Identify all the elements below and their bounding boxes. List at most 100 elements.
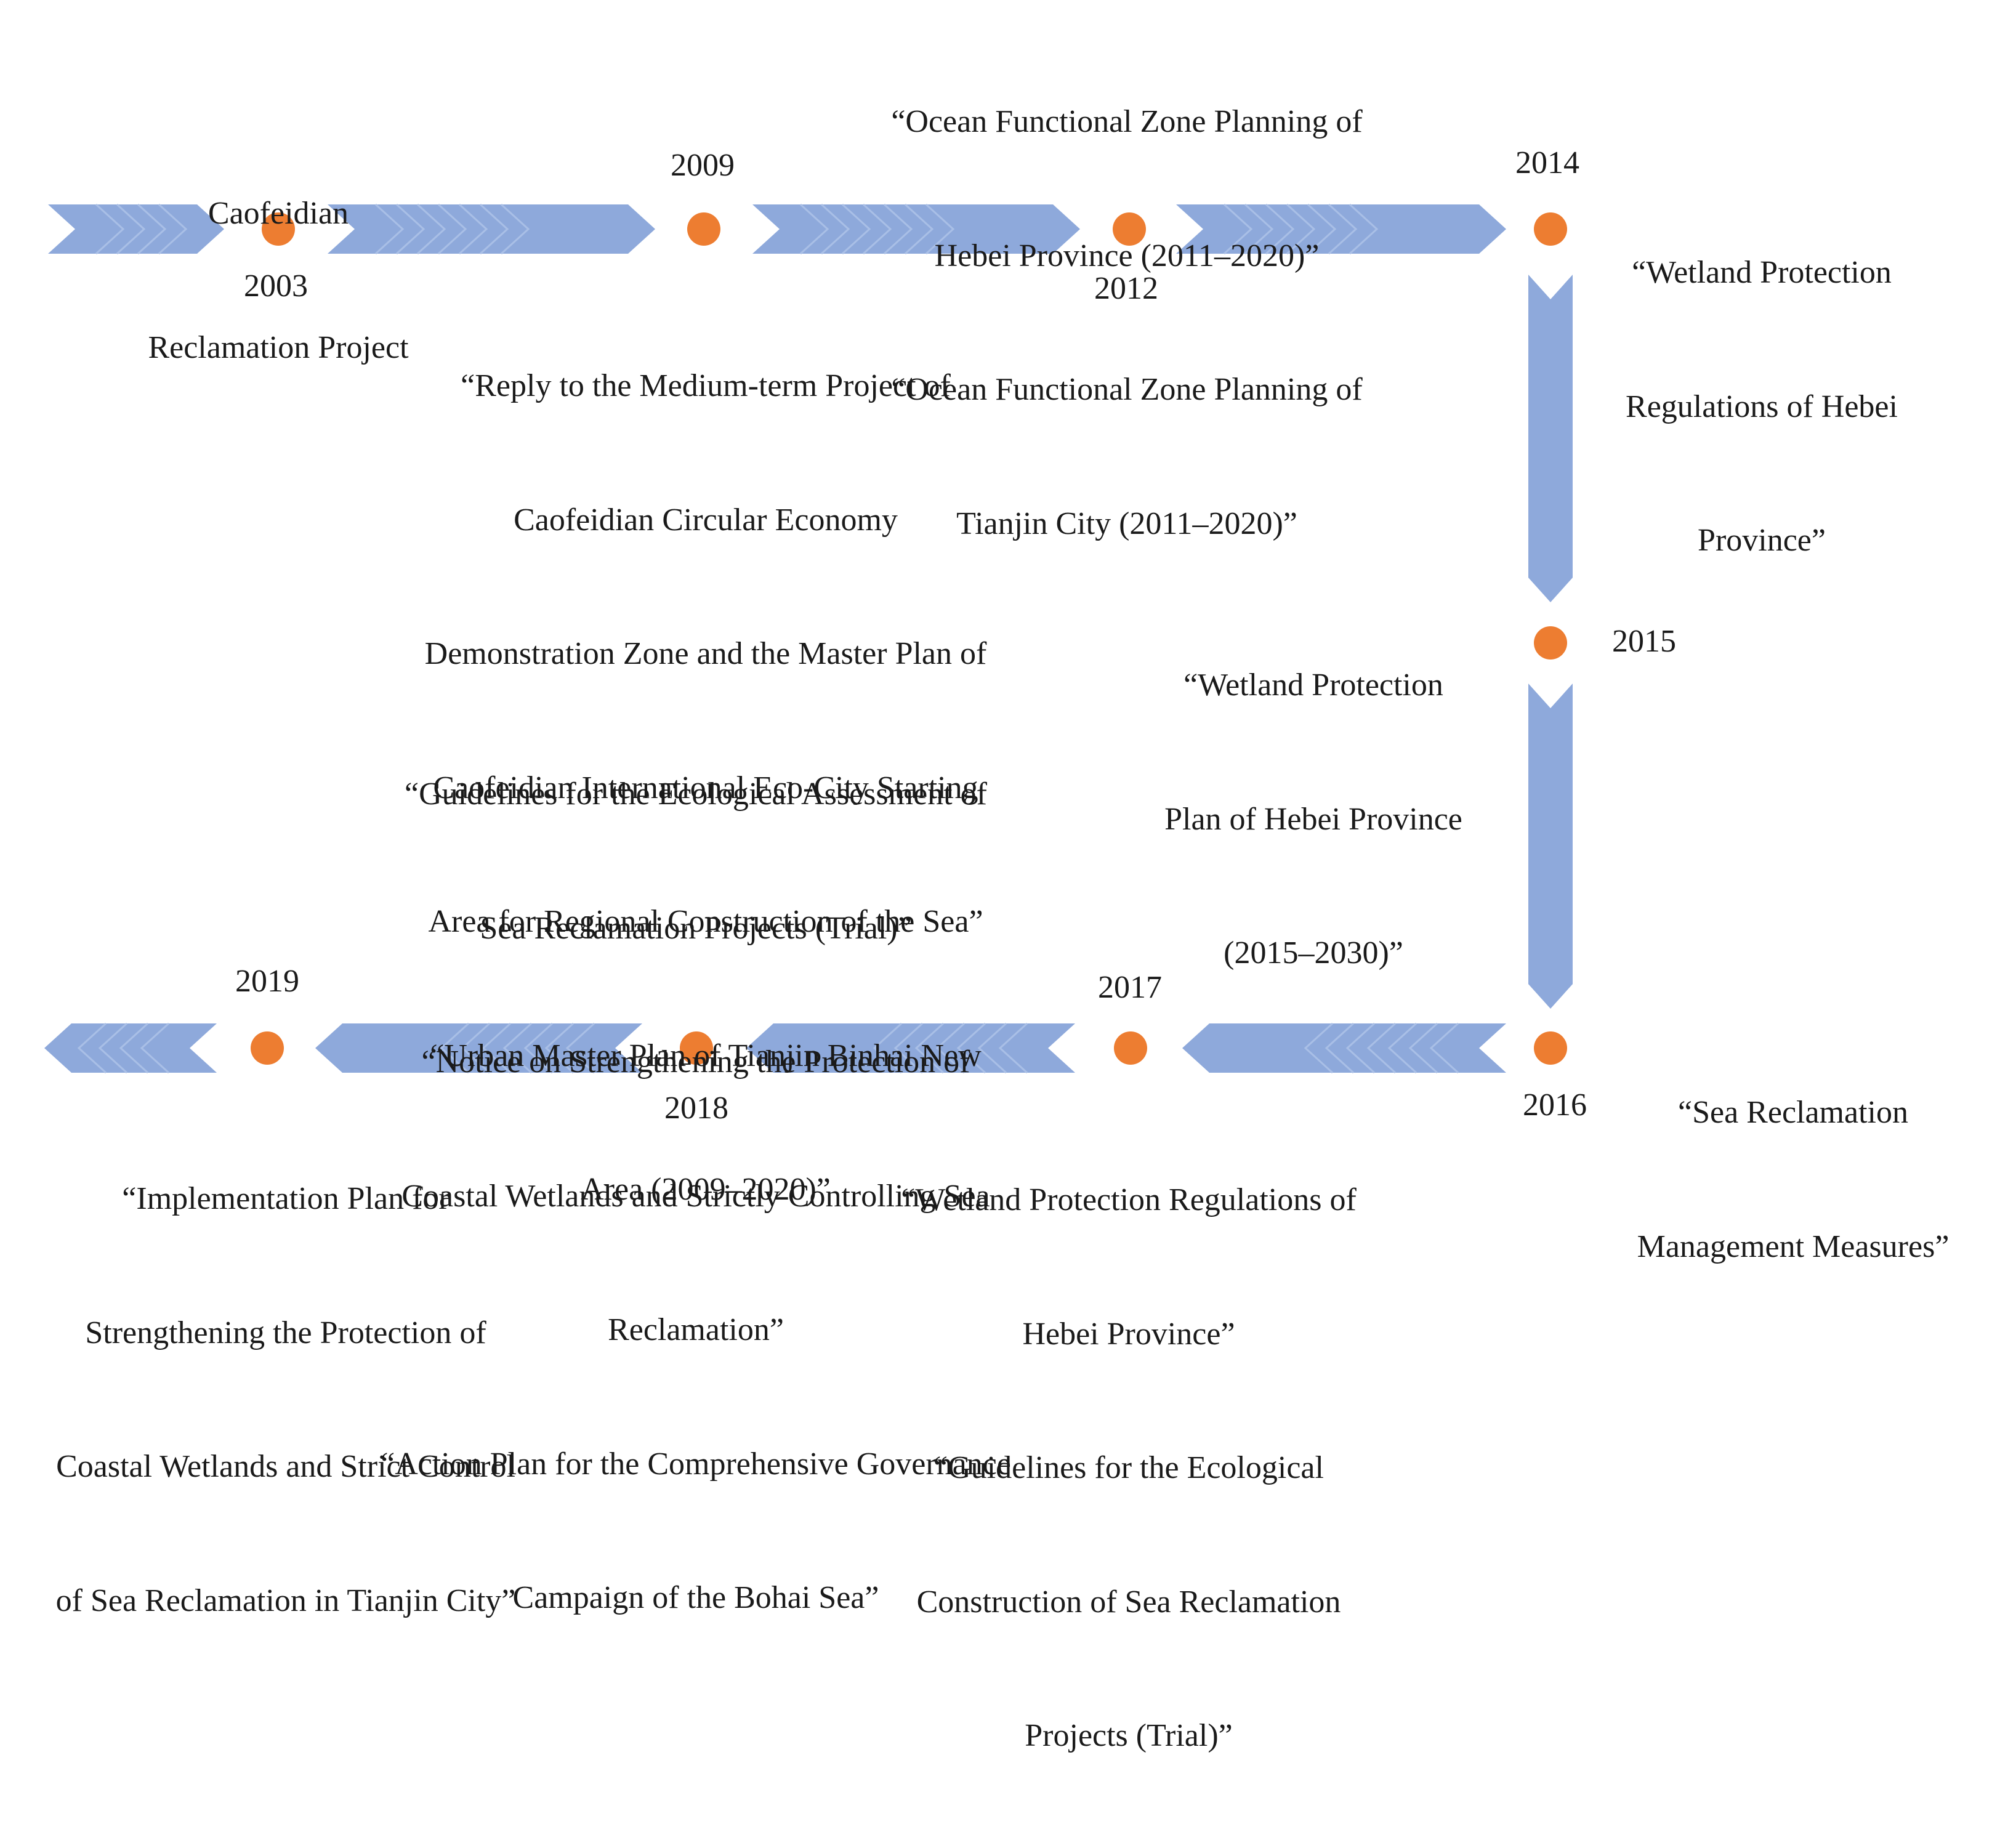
arrow-chevron-tick [883,203,913,255]
milestone-dot-2018 [680,1031,713,1065]
arrow-chevron-tick [523,1022,554,1074]
document-line: “Ocean Functional Zone Planning of [891,372,1363,407]
document-line: Plan of Hebei Province [1164,801,1462,837]
document-line: Caofeidian Circular Economy [514,502,898,538]
arrow-chevron-tick [500,203,530,255]
documents-2009: “Reply to the Medium-term Project of Cao… [425,275,987,1302]
milestone-dot-2012 [1113,212,1146,246]
arrow-chevron-tick [158,203,188,255]
year-2017: 2017 [1098,970,1162,1005]
document-line: “Guidelines for the Ecological Assessmen… [405,777,987,812]
arrow-chevron-tick [544,1022,575,1074]
arrow-chevron-tick [95,203,125,255]
arrow-chevron-tick [565,1022,595,1074]
arrow-chevron-tick [977,1022,1007,1074]
arrow-chevron-tick [502,1022,533,1074]
arrow-chevron-tick [374,203,405,255]
arrow-chevron-tick [458,203,488,255]
document-line: Area (2009–2020)” [581,1172,831,1207]
document-line: of Sea Reclamation in Tianjin City” [55,1583,516,1618]
milestone-dot-2016 [1534,1031,1567,1065]
document-line: Strengthening the Protection of [85,1315,486,1350]
arrow-chevron-tick [1265,203,1295,255]
arrow-chevron-tick [1349,203,1379,255]
document-line: Reclamation Project [148,329,409,365]
year-2009: 2009 [671,148,735,183]
arrow-chevron-tick [395,203,425,255]
milestone-dot-2017 [1114,1031,1147,1065]
year-2019: 2019 [235,964,299,999]
arrow-chevron-tick [873,1022,903,1074]
arrow-chevron-tick [1244,203,1274,255]
documents-2019: “Implementation Plan for Strengthening t… [56,1087,516,1713]
arrow-chevron-tick [437,203,467,255]
year-2018: 2018 [664,1091,728,1126]
arrow-chevron-tick [416,203,446,255]
milestone-dot-2019 [251,1031,284,1065]
document-line: Coastal Wetlands and Strictly Controllin… [401,1178,990,1214]
arrow-chevron-tick [1307,203,1337,255]
document-line: Province” [1698,523,1826,558]
arrow-chevron-tick [914,1022,945,1074]
arrow-chevron-tick [482,1022,512,1074]
arrow-chevron-tick [140,1022,170,1074]
document-line: Demonstration Zone and the Master Plan o… [424,636,987,671]
arrow-chevron-tick [1345,1022,1376,1074]
year-2015: 2015 [1612,624,1676,659]
milestone-dot-2015 [1534,626,1567,660]
arrow-chevron-tick [904,203,934,255]
arrow-chevron-tick [1328,203,1358,255]
arrow-segment [1528,684,1573,1009]
arrow-chevron-tick [1387,1022,1417,1074]
document-line: “Sea Reclamation [1678,1095,1908,1130]
timeline-diagram: 2003 2009 2012 2014 2015 2016 2017 2018 … [44,10,1949,1753]
arrow-chevron-tick [1366,1022,1397,1074]
document-line: “Notice on Strengthening the Protection … [421,1044,970,1079]
arrow-chevron-tick [841,203,871,255]
document-line: Tianjin City (2011–2020)” [956,506,1297,541]
arrow-chevron-tick [1429,1022,1459,1074]
documents-2014: “Wetland Protection Regulations of Hebei… [1626,161,1898,653]
arrow-chevron-tick [1325,1022,1355,1074]
milestone-dot-2009 [687,212,720,246]
arrow-chevron-tick [119,1022,149,1074]
year-2003: 2003 [244,268,308,304]
arrow-segment [44,1023,217,1073]
arrow-chevron-tick [1223,203,1253,255]
arrow-chevron-tick [1408,1022,1438,1074]
document-line: Area for Regional Construction of the Se… [428,904,983,939]
arrow-chevron-tick [893,1022,924,1074]
document-line: “Wetland Protection [1183,668,1443,703]
arrow-chevron-tick [998,1022,1028,1074]
document-line: Hebei Province (2011–2020)” [934,238,1320,273]
document-line: “Wetland Protection Regulations of [901,1182,1357,1217]
documents-2016: “Sea Reclamation Management Measures” [1637,1001,1950,1358]
arrow-chevron-tick [137,203,167,255]
arrow-chevron-tick [799,203,829,255]
arrow-segment [1528,275,1573,602]
arrow-chevron-tick [956,1022,986,1074]
arrow-chevron-tick [77,1022,107,1074]
arrow-chevron-tick [862,203,892,255]
arrow-segment [1182,1023,1506,1073]
document-line: Regulations of Hebei [1626,389,1898,424]
document-line: Coastal Wetlands and Strict Control [56,1449,515,1484]
documents-2012: “Ocean Functional Zone Planning of Hebei… [891,10,1362,636]
document-line: “Urban Master Plan of Tianjin Binhai New [430,1038,982,1073]
arrow-chevron-tick [935,1022,966,1074]
year-2014: 2014 [1515,145,1579,180]
document-line: “Ocean Functional Zone Planning of [891,104,1363,139]
document-line: Sea Reclamation Projects (Trial)” [480,910,912,946]
document-line: “Implementation Plan for [122,1181,450,1216]
arrow-chevron-tick [98,1022,128,1074]
document-line: Caofeidian [208,196,349,231]
arrow-chevron-tick [925,203,955,255]
documents-2003: Caofeidian Reclamation Project [148,102,408,459]
arrow-chevron-tick [1286,203,1316,255]
arrow-chevron-tick [461,1022,491,1074]
document-line: (2015–2030)” [1224,935,1403,970]
arrow-chevron-tick [820,203,850,255]
documents-2015: “Wetland Protection Plan of Hebei Provin… [1164,574,1462,1065]
document-line: Caofeidian International Eco-City Starti… [433,770,978,805]
year-2012: 2012 [1094,271,1158,306]
